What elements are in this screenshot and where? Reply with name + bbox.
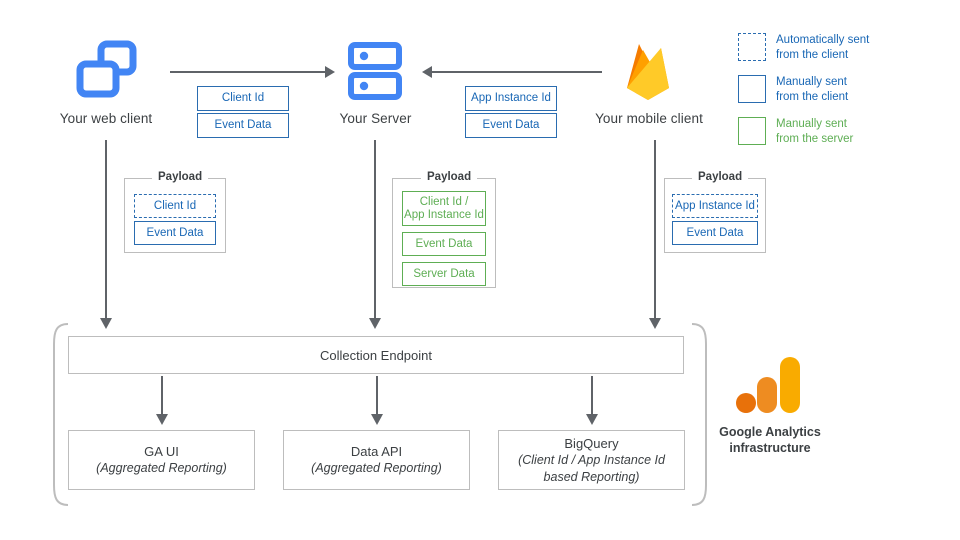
legend-item-auto-client: Automatically sent from the client (738, 33, 948, 63)
output-box-data-api: Data API (Aggregated Reporting) (283, 430, 470, 490)
legend: Automatically sent from the client Manua… (738, 33, 948, 159)
arrow-server-down-line (374, 140, 376, 322)
output-box-bigquery: BigQuery (Client Id / App Instance Id ba… (498, 430, 685, 490)
arrow-mobile-to-server-head (422, 66, 432, 78)
legend-label-manual-server: Manually sent from the server (776, 117, 853, 147)
legend-swatch-dashed-blue (738, 33, 766, 61)
infra-bracket-right (690, 322, 712, 512)
arrow-endpoint-to-ga-ui-head (155, 414, 168, 425)
output-subtitle-ga-ui: (Aggregated Reporting) (96, 461, 227, 475)
payload-title-server: Payload (421, 171, 478, 183)
flow-chip-event-data-mobile: Event Data (465, 113, 557, 138)
legend-line-1: Manually sent (776, 118, 847, 130)
google-analytics-icon (736, 355, 804, 422)
google-analytics-caption: Google Analytics infrastructure (700, 424, 840, 456)
arrow-server-down-head (368, 318, 381, 329)
web-client-icon (75, 40, 137, 107)
arrow-web-to-server-head (325, 66, 335, 78)
arrow-endpoint-to-data-api-line (376, 376, 378, 419)
flow-chip-client-id: Client Id (197, 86, 289, 111)
payload-title-mobile: Payload (692, 171, 749, 183)
arrow-mobile-to-server-line (432, 71, 602, 73)
arrow-web-down-head (99, 318, 112, 329)
arrow-endpoint-to-ga-ui-line (161, 376, 163, 419)
arrow-mobile-down-line (654, 140, 656, 322)
legend-line-2: from the server (776, 133, 854, 145)
arrow-web-to-server-line (170, 71, 325, 73)
legend-line-1: Automatically sent (776, 34, 870, 46)
payload-chip-client-or-app-instance-id: Client Id / App Instance Id (402, 191, 486, 226)
arrow-mobile-down-head (648, 318, 661, 329)
payload-chip-client-id: Client Id (134, 194, 216, 218)
flow-chip-app-instance-id: App Instance Id (465, 86, 557, 111)
legend-line-2: from the client (776, 91, 849, 103)
arrow-endpoint-to-bigquery-head (585, 414, 598, 425)
collection-endpoint-box: Collection Endpoint (68, 336, 684, 374)
web-client-label: Your web client (59, 111, 153, 126)
infra-bracket-left (48, 322, 70, 512)
legend-swatch-solid-green (738, 117, 766, 145)
payload-chip-event-data-mobile: Event Data (672, 221, 758, 245)
legend-line-1: Manually sent (776, 76, 847, 88)
output-box-ga-ui: GA UI (Aggregated Reporting) (68, 430, 255, 490)
legend-line-2: from the client (776, 49, 849, 61)
arrow-web-down-line (105, 140, 107, 322)
server-icon (348, 42, 402, 105)
output-title-bigquery: BigQuery (564, 435, 619, 451)
payload-chip-event-data-server: Event Data (402, 232, 486, 256)
legend-label-auto-client: Automatically sent from the client (776, 33, 869, 63)
ga-caption-line-2: infrastructure (729, 441, 811, 455)
legend-label-manual-client: Manually sent from the client (776, 75, 848, 105)
collection-endpoint-label: Collection Endpoint (319, 347, 433, 363)
arrow-endpoint-to-data-api-head (370, 414, 383, 425)
payload-chip-event-data: Event Data (134, 221, 216, 245)
arrow-endpoint-to-bigquery-line (591, 376, 593, 419)
payload-chip-app-instance-id: App Instance Id (672, 194, 758, 218)
output-title-ga-ui: GA UI (144, 444, 179, 459)
flow-chip-event-data: Event Data (197, 113, 289, 138)
output-title-data-api: Data API (350, 444, 403, 459)
payload-chip-server-data: Server Data (402, 262, 486, 286)
ga-caption-line-1: Google Analytics (719, 425, 821, 439)
legend-item-manual-client: Manually sent from the client (738, 75, 948, 105)
mobile-client-label: Your mobile client (595, 111, 703, 126)
output-subtitle-bigquery: (Client Id / App Instance Id based Repor… (518, 452, 665, 484)
payload-title-web: Payload (152, 171, 209, 183)
server-label: Your Server (339, 111, 412, 126)
legend-swatch-solid-blue (738, 75, 766, 103)
mobile-client-icon (617, 38, 679, 109)
output-subtitle-data-api: (Aggregated Reporting) (311, 461, 442, 475)
legend-item-manual-server: Manually sent from the server (738, 117, 948, 147)
